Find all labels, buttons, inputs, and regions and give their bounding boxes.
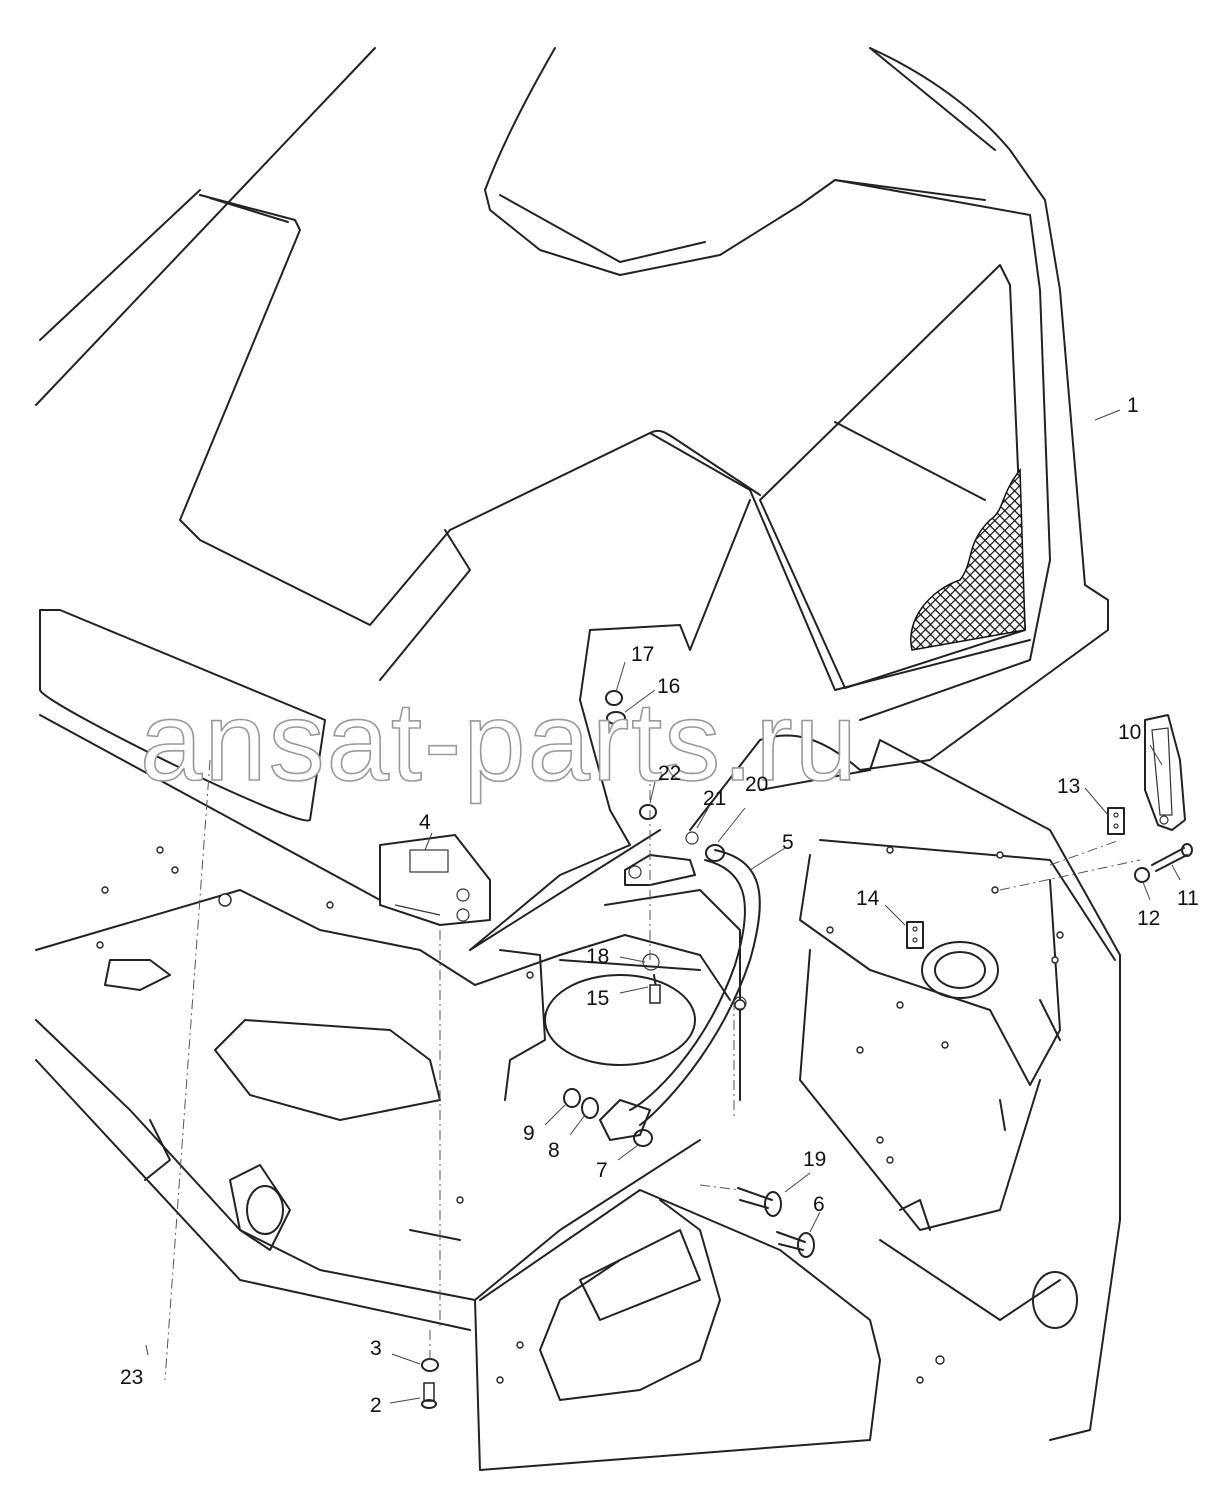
callout-2: 2 bbox=[370, 1394, 382, 1417]
callout-1: 1 bbox=[1127, 394, 1139, 417]
callout-4: 4 bbox=[419, 811, 431, 834]
callout-7: 7 bbox=[596, 1159, 608, 1182]
part-6-bolt bbox=[776, 1231, 815, 1258]
hood-grille-mesh bbox=[910, 467, 1026, 651]
callout-20: 20 bbox=[745, 773, 768, 796]
part-2-bolt bbox=[421, 1382, 437, 1409]
frame-mounting-holes bbox=[96, 846, 1064, 1384]
part-4-latch bbox=[379, 834, 491, 926]
callout-11: 11 bbox=[1177, 887, 1199, 910]
callout-3: 3 bbox=[370, 1337, 382, 1360]
callout-22: 22 bbox=[658, 762, 681, 785]
callout-numbers: 1 2 3 4 5 6 7 8 9 10 11 12 13 14 15 16 1… bbox=[120, 394, 1199, 1417]
callout-9: 9 bbox=[523, 1122, 535, 1145]
part-16-washer bbox=[606, 711, 626, 725]
callout-6: 6 bbox=[813, 1193, 825, 1216]
watermark: ansat-parts.ru bbox=[140, 679, 859, 804]
part-5-stay-rod bbox=[599, 831, 761, 1147]
part-9-nut bbox=[563, 1088, 581, 1108]
callout-14: 14 bbox=[856, 887, 880, 910]
callout-16: 16 bbox=[657, 675, 680, 698]
part-14-plate bbox=[906, 921, 924, 949]
part-10-bracket bbox=[1144, 714, 1186, 831]
hood-outline bbox=[35, 47, 1109, 951]
part-19-bolt bbox=[737, 1187, 782, 1217]
part-13-plate bbox=[1107, 807, 1125, 835]
part-11-bolt bbox=[1151, 843, 1193, 872]
callout-23: 23 bbox=[120, 1366, 143, 1389]
part-3-washer bbox=[421, 1358, 439, 1372]
callout-21: 21 bbox=[703, 787, 726, 810]
callout-8: 8 bbox=[548, 1139, 560, 1162]
assembly-centerlines bbox=[164, 759, 1141, 1381]
callout-18: 18 bbox=[586, 945, 609, 968]
callout-13: 13 bbox=[1057, 775, 1080, 798]
callout-15: 15 bbox=[586, 987, 609, 1010]
callout-17: 17 bbox=[631, 643, 654, 666]
callout-leaders bbox=[145, 409, 1181, 1404]
frame-outline bbox=[35, 739, 1121, 1471]
part-8-washer bbox=[581, 1097, 599, 1119]
callout-12: 12 bbox=[1137, 907, 1160, 930]
part-22-nut bbox=[639, 804, 657, 820]
callout-10: 10 bbox=[1118, 721, 1141, 744]
part-17-nut bbox=[605, 690, 623, 706]
callout-19: 19 bbox=[803, 1148, 826, 1171]
part-12-washer bbox=[1134, 867, 1150, 883]
callout-5: 5 bbox=[782, 831, 794, 854]
